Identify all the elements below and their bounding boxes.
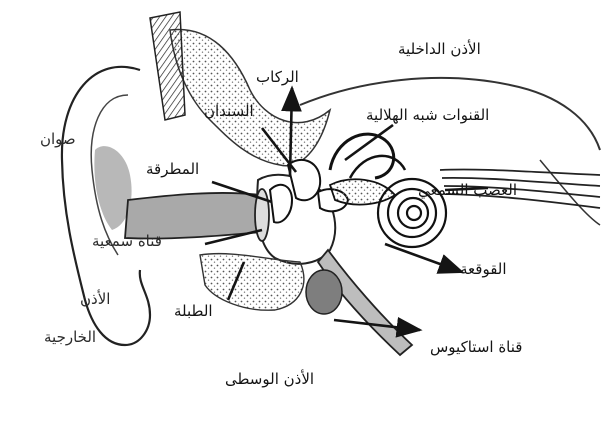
label-anvil: السندان — [204, 102, 254, 120]
pointer-anvil — [260, 127, 298, 173]
semicircular-canal-2 — [348, 154, 407, 179]
label-outer-ear-line2: الخارجية — [44, 328, 97, 346]
auditory-nerve-shape — [439, 168, 601, 209]
label-eardrum: الطبلة — [174, 302, 213, 320]
pointer-cochlea — [384, 242, 465, 274]
semicircular-canal-1 — [328, 132, 396, 180]
pointer-lines — [204, 85, 489, 338]
label-middle-ear: الأذن الوسطى — [225, 370, 315, 388]
skull-lower-contour — [539, 159, 601, 226]
pointer-hammer — [211, 180, 273, 204]
label-stapes: الركاب — [256, 68, 299, 86]
hammer-shape — [268, 183, 294, 224]
skull-contour — [299, 76, 601, 151]
label-outer-ear-line1: الأذن — [80, 290, 111, 308]
auricle-shape — [60, 65, 152, 347]
pointer-ear-canal — [204, 228, 263, 246]
label-auditory-nerve: العصب السمعي — [418, 181, 518, 199]
mastoid-bone — [199, 252, 305, 311]
auricle-shading — [94, 146, 132, 230]
label-ear-canal: قناة سمعية — [92, 232, 162, 250]
label-cochlea: القوقعة — [460, 260, 507, 278]
label-semicircular-canals: القنوات شبه الهلالية — [366, 106, 490, 124]
auricle-inner-fold — [90, 94, 129, 256]
label-auricle: صوان — [40, 130, 76, 148]
temporal-bone — [169, 28, 332, 167]
pointer-semicircular — [344, 123, 394, 162]
cochlea-shape — [376, 177, 448, 249]
eardrum-shape — [254, 188, 270, 242]
pointer-stapes — [281, 85, 302, 176]
pointer-eardrum — [226, 261, 246, 301]
label-inner-ear: الأذن الداخلية — [398, 40, 481, 58]
label-eustachian-tube: قناة استاكيوس — [430, 338, 523, 356]
skull-bone-strip — [149, 11, 186, 121]
pointer-eustachian — [333, 316, 423, 338]
eustachian-tube-opening — [305, 269, 343, 315]
label-hammer: المطرقة — [146, 160, 200, 178]
pointer-nerve — [444, 186, 489, 192]
